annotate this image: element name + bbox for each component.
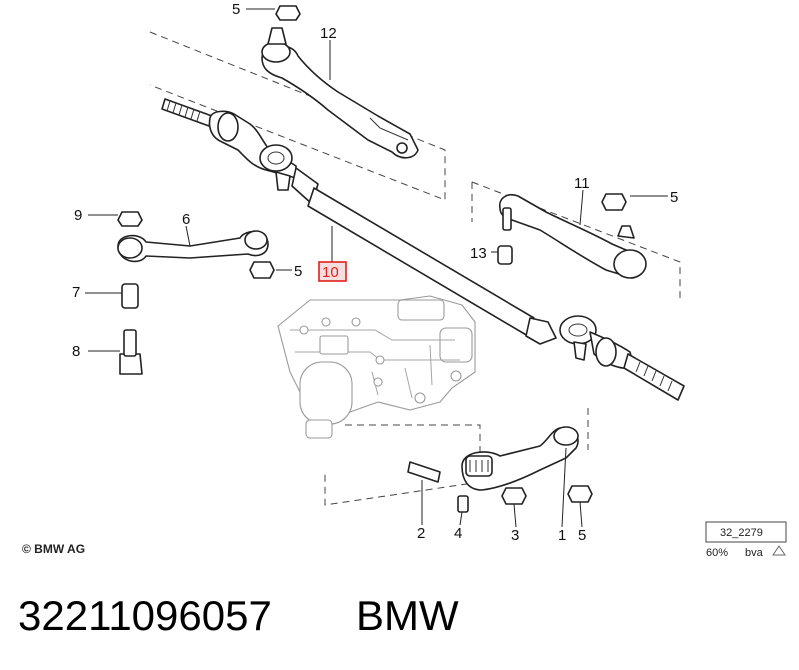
callout-5-bottom[interactable]: 5	[578, 527, 586, 544]
callout-5-top[interactable]: 5	[232, 1, 240, 18]
copyright-text: © BMW AG	[22, 542, 85, 556]
scale-text: 60%	[706, 547, 728, 559]
diagram-code: 32_2279	[720, 527, 763, 539]
callout-9[interactable]: 9	[74, 207, 82, 224]
fasteners	[117, 5, 627, 513]
nut-5-right	[601, 193, 627, 211]
nut-5-top	[275, 5, 301, 21]
nut-5-left	[249, 261, 275, 279]
idler-arm-6	[117, 230, 269, 263]
frame-tie-rod-end-12	[149, 31, 446, 201]
frame-pitman-arm	[324, 424, 481, 506]
callout-5-right[interactable]: 5	[670, 189, 678, 206]
callout-8[interactable]: 8	[72, 343, 80, 360]
nut-3	[501, 487, 527, 505]
bolt-8-shank	[123, 329, 137, 357]
callout-3[interactable]: 3	[511, 527, 519, 544]
author-text: bva	[745, 547, 764, 559]
leader-lines	[85, 8, 668, 528]
steering-gear-box	[277, 295, 476, 439]
tie-rod-end-11	[498, 193, 647, 279]
callout-2[interactable]: 2	[417, 525, 425, 542]
diagram-code-box	[705, 521, 787, 543]
center-tie-rod	[161, 98, 685, 401]
bolt-8-head	[119, 353, 143, 375]
triangle-icon	[772, 545, 786, 556]
clip-4	[457, 495, 469, 513]
bushing-7	[121, 283, 139, 309]
callout-6[interactable]: 6	[182, 211, 190, 228]
callout-12[interactable]: 12	[320, 25, 337, 42]
callout-10[interactable]: 10	[322, 264, 339, 281]
part-number: 32211096057	[18, 592, 272, 639]
nut-9	[117, 211, 143, 227]
pitman-arm-1	[461, 426, 579, 491]
nut-5-bottom	[567, 485, 593, 503]
callout-7[interactable]: 7	[72, 284, 80, 301]
callout-13[interactable]: 13	[470, 245, 487, 262]
brand-name: BMW	[356, 592, 459, 639]
highlight-box-10	[318, 261, 347, 282]
bolt-2	[407, 461, 441, 483]
screw-13	[497, 245, 513, 265]
callout-11[interactable]: 11	[574, 175, 590, 192]
callout-5-left[interactable]: 5	[294, 263, 302, 280]
callout-4[interactable]: 4	[454, 525, 462, 542]
callout-1[interactable]: 1	[558, 527, 566, 544]
tie-rod-end-12	[261, 27, 419, 159]
